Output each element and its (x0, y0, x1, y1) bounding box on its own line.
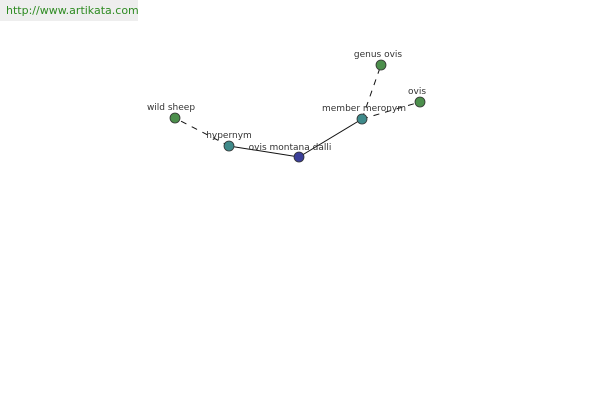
graph-nodes: ovis montana dalli hypernym member meronym… (147, 50, 426, 163)
node-dot-genusovis[interactable] (375, 59, 387, 71)
node-label-meronym[interactable]: member meronym (322, 104, 406, 114)
edge-center-meronym (298, 118, 363, 158)
node-label-wildsheep[interactable]: wild sheep (147, 103, 195, 113)
node-dot-hypernym[interactable] (223, 140, 235, 152)
node-dot-center[interactable] (293, 151, 305, 163)
node-label-genusovis[interactable]: genus ovis (354, 50, 403, 60)
node-label-hypernym[interactable]: hypernym (206, 131, 252, 141)
node-meronym[interactable]: member meronym (322, 104, 406, 125)
node-ovis[interactable]: ovis (408, 87, 426, 108)
node-label-center[interactable]: ovis montana dalli (249, 143, 332, 153)
node-dot-ovis[interactable] (414, 96, 426, 108)
node-dot-meronym[interactable] (356, 113, 368, 125)
edge-meronym-genusovis (361, 64, 382, 120)
node-genusovis[interactable]: genus ovis (354, 50, 403, 71)
node-label-ovis[interactable]: ovis (408, 87, 426, 97)
graph-edges (174, 64, 421, 158)
url-banner: http://www.artikata.com (0, 0, 139, 21)
node-dot-wildsheep[interactable] (169, 112, 181, 124)
node-hypernym[interactable]: hypernym (206, 131, 252, 152)
edge-center-hypernym (228, 145, 300, 158)
site-url-link[interactable]: http://www.artikata.com (6, 4, 139, 17)
node-wildsheep[interactable]: wild sheep (147, 103, 195, 124)
edge-hypernym-wildsheep (174, 117, 230, 147)
node-center[interactable]: ovis montana dalli (249, 143, 332, 163)
edge-meronym-ovis (361, 101, 421, 120)
